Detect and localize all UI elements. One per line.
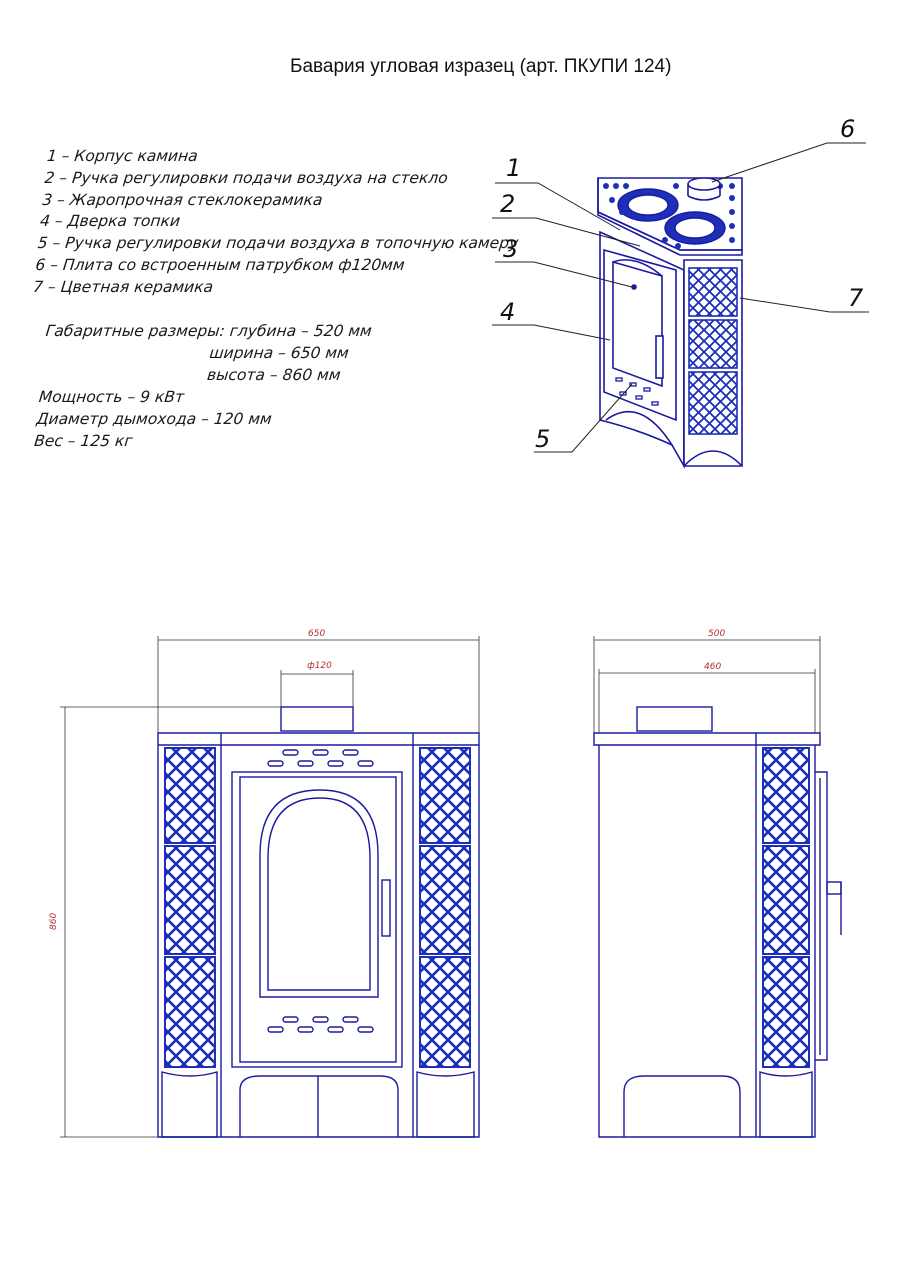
callout-6: 6 bbox=[840, 115, 855, 143]
callout-labels: 1 2 3 4 5 6 7 bbox=[500, 115, 864, 453]
bottom-vents-front bbox=[267, 1016, 374, 1033]
door-iso bbox=[603, 248, 677, 422]
fire-door-front bbox=[231, 771, 403, 1068]
door-glass-front bbox=[259, 789, 379, 998]
callout-1: 1 bbox=[506, 154, 521, 182]
front-dimensions bbox=[60, 636, 480, 1138]
flue-collar-iso bbox=[687, 177, 721, 201]
dim-flue-label: ф120 bbox=[307, 661, 332, 671]
dim-depth-body-label: 460 bbox=[704, 662, 721, 672]
front-view bbox=[157, 706, 480, 1138]
door-profile-side bbox=[815, 771, 828, 1061]
callout-3: 3 bbox=[503, 235, 518, 263]
isometric-view bbox=[597, 177, 743, 470]
callout-2: 2 bbox=[500, 190, 515, 218]
top-vents-front bbox=[267, 749, 374, 767]
flue-pipe-front bbox=[280, 706, 354, 732]
dim-width-label: 650 bbox=[308, 629, 325, 639]
ash-drawer-front bbox=[239, 1075, 399, 1137]
door-handle-front bbox=[381, 879, 391, 937]
callout-5: 5 bbox=[535, 425, 550, 453]
body-front-face bbox=[599, 230, 685, 470]
flue-pipe-side bbox=[636, 706, 713, 732]
side-view bbox=[593, 706, 842, 1138]
dim-height-label: 860 bbox=[49, 913, 59, 930]
top-plate-front bbox=[157, 732, 480, 746]
page-title: Бавария угловая изразец (арт. ПКУПИ 124) bbox=[290, 56, 672, 77]
callout-4: 4 bbox=[500, 298, 515, 326]
callout-leaders bbox=[492, 142, 869, 453]
side-dimensions bbox=[593, 636, 821, 733]
callout-7: 7 bbox=[848, 284, 864, 312]
dim-depth-total-label: 500 bbox=[708, 629, 725, 639]
